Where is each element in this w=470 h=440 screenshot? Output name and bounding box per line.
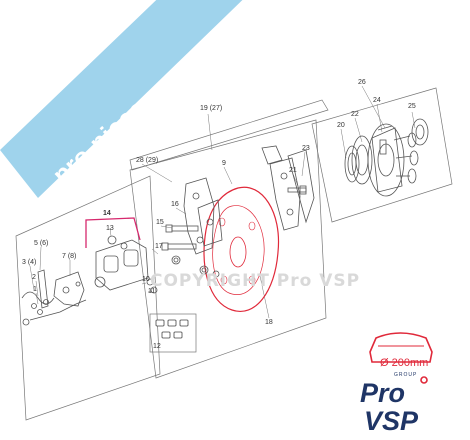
callout-19: 19 (27) (200, 105, 222, 112)
callout-22: 22 (351, 111, 359, 118)
callout-26: 26 (358, 79, 366, 86)
callout-13: 13 (106, 225, 114, 232)
callout-16: 16 (171, 201, 179, 208)
callout-1: 1 (33, 286, 37, 293)
disc-size-label: Ø 200mm (380, 357, 428, 369)
spring-clip-kit (155, 319, 189, 339)
callout-25: 25 (408, 103, 416, 110)
caliper-bracket-plates (183, 145, 315, 255)
callout-15: 15 (156, 219, 164, 226)
brand-dot (420, 376, 428, 384)
group-outline-left (15, 175, 161, 421)
website-banner: pro-piece-vsp.com (0, 0, 243, 198)
group-outline-28 (129, 119, 327, 379)
wheel-hub-assembly (344, 118, 429, 197)
callout-7: 7 (8) (62, 253, 76, 260)
brake-caliper (94, 235, 158, 294)
provsp-logo: Ø 200mm GROUP Pro VSP (360, 332, 433, 436)
callout-3: 3 (4) (22, 259, 36, 266)
callout-23: 23 (302, 145, 310, 152)
bolts-and-pins (161, 185, 307, 278)
copyright-watermark: COPYRIGHT Pro VSP (150, 271, 360, 291)
callout-5: 5 (6) (34, 240, 48, 247)
group-label: GROUP (394, 372, 417, 378)
callout-11: 11 (148, 288, 155, 295)
callout-24: 24 (373, 97, 381, 104)
brake-disc (203, 186, 280, 312)
group-outline-19 (129, 99, 329, 171)
callout-21: 21 (289, 167, 297, 174)
highlight-bracket-14 (85, 217, 141, 248)
callout-28: 28 (29) (136, 157, 158, 164)
callout-14: 14 (103, 210, 111, 217)
callout-20: 20 (337, 122, 345, 129)
part-box-12 (149, 313, 197, 353)
callout-9: 9 (222, 160, 226, 167)
callout-12: 12 (153, 343, 161, 350)
brand-vsp: VSP (364, 406, 419, 436)
callout-18: 18 (265, 319, 273, 326)
group-outline-26 (311, 87, 453, 223)
callout-10: 10 (142, 276, 150, 283)
callout-2: 2 (32, 274, 36, 281)
car-silhouette-icon (369, 332, 433, 363)
handbrake-lever-parts (21, 269, 87, 326)
brand-pro: Pro (360, 378, 405, 408)
callout-17: 17 (155, 243, 163, 250)
